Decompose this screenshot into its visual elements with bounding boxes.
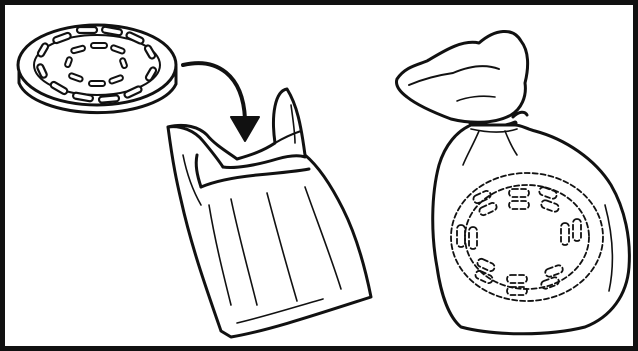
- round-vented-filter-icon: [18, 25, 176, 113]
- tied-bag-icon: [396, 31, 629, 333]
- shopping-bag-icon: [168, 89, 371, 337]
- filter-disposal-illustration: [5, 5, 633, 346]
